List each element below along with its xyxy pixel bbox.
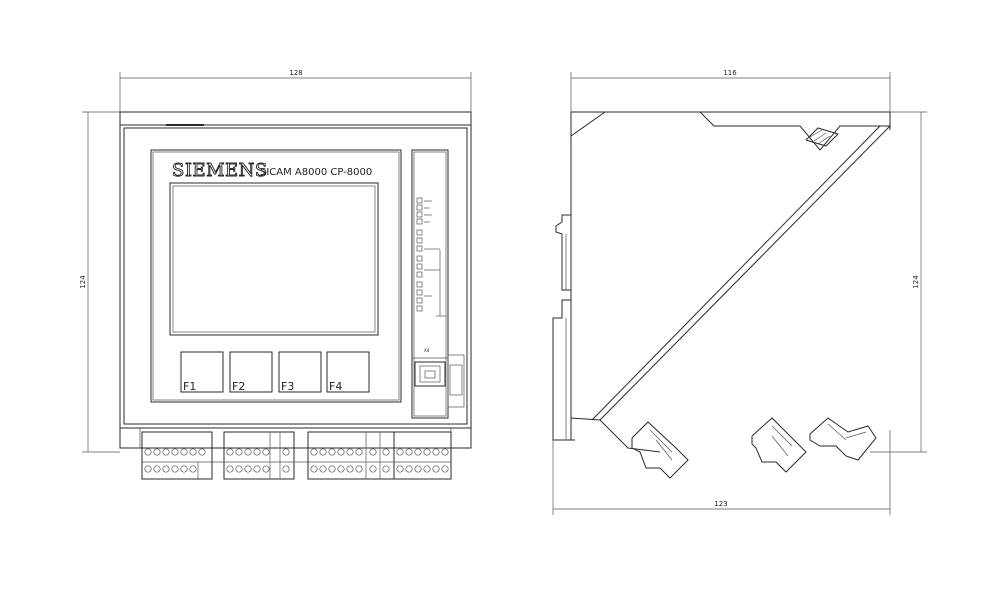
dimension-side-height: 124 [870,111,927,453]
terminal-connector [223,431,295,480]
front-view: 128 124 SIEMENS SICAM A8000 CP-8000 [79,69,472,480]
usb-label: X4 [424,348,430,353]
function-key-f4[interactable]: F4 [326,351,370,393]
screw-terminals-row-2 [144,465,449,473]
side-view: 116 124 123 [552,69,927,515]
plug-terminal [809,417,877,461]
dimension-label: 124 [79,275,87,289]
terminal-connector [141,431,213,480]
dimension-label: 128 [289,69,302,77]
svg-text:F3: F3 [281,380,294,393]
dimension-side-bottom-width: 123 [552,430,891,515]
cpu-panel: SIEMENS SICAM A8000 CP-8000 F1 F2 F3 F4 [150,149,402,403]
function-key-f1[interactable]: F1 [180,351,224,393]
dimension-label: 116 [723,69,737,77]
dimension-label: 123 [714,500,727,508]
led-strip: X4 [411,149,465,419]
side-housing [570,111,891,453]
svg-text:F2: F2 [232,380,245,393]
model-label: SICAM A8000 CP-8000 [260,167,372,178]
terminal-blocks [119,427,472,480]
usb-port-icon[interactable] [414,361,446,387]
brand-logo: SIEMENS [172,160,268,181]
dimension-side-top-width: 116 [570,69,891,130]
dimension-front-height: 124 [79,111,120,453]
display-screen [169,182,379,336]
plug-terminal [631,421,689,479]
function-key-f2[interactable]: F2 [229,351,273,393]
dimension-front-width: 128 [119,69,472,112]
plug-terminal [751,417,807,473]
function-key-f3[interactable]: F3 [278,351,322,393]
device-housing [119,111,472,429]
status-leds [416,197,440,312]
svg-text:F4: F4 [329,380,342,393]
dimension-label: 124 [912,275,920,289]
top-connector [805,127,839,147]
svg-text:F1: F1 [183,380,196,393]
din-rail-clip [552,214,575,441]
screw-terminals-row-1 [144,448,449,456]
terminal-connector [393,431,452,480]
